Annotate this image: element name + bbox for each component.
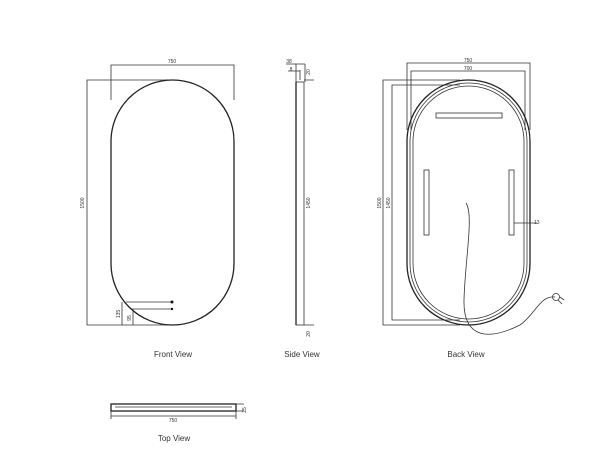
front-dim-a-label: 135 xyxy=(116,310,122,319)
left-led-bar xyxy=(423,169,430,236)
back-inner-width-label: 700 xyxy=(464,66,473,72)
side-frame-label: 8 xyxy=(290,67,293,73)
top-view-label: Top View xyxy=(158,434,191,443)
side-bottom-gap-label: 20 xyxy=(306,331,312,337)
side-top-gap-label: 20 xyxy=(306,69,312,75)
back-inner-width-dimension xyxy=(410,70,526,130)
mirror-outline xyxy=(110,79,235,326)
back-frame-outline xyxy=(409,82,528,323)
front-view: 750 1500 135 95 Front View xyxy=(80,59,235,359)
top-profile xyxy=(110,403,237,412)
front-width-label: 750 xyxy=(168,59,177,65)
top-width-label: 750 xyxy=(169,418,178,424)
back-outer-outline xyxy=(406,79,531,326)
front-height-dimension xyxy=(86,79,172,326)
right-led-bar xyxy=(508,169,515,236)
back-inner-height-label: 1450 xyxy=(386,197,392,208)
back-width-dimension xyxy=(406,62,531,130)
side-dimension-lines xyxy=(286,63,314,326)
top-depth-label: 25 xyxy=(242,407,248,413)
power-cable xyxy=(463,202,556,335)
top-led-bar xyxy=(435,112,503,119)
back-view-label: Back View xyxy=(447,350,484,359)
side-depth-label: 38 xyxy=(286,59,292,65)
touch-sensor-icon xyxy=(170,307,174,311)
side-view-label: Side View xyxy=(284,350,320,359)
front-view-label: Front View xyxy=(154,350,192,359)
back-view: 750 700 1500 1450 13 Back View xyxy=(377,58,565,359)
back-bar-offset-label: 13 xyxy=(534,220,540,226)
side-view: 38 8 20 1450 20 Side View xyxy=(284,59,320,359)
back-width-label: 750 xyxy=(464,58,473,64)
front-dim-b-label: 95 xyxy=(127,315,133,321)
sensor-dimension-lines xyxy=(121,301,171,325)
back-inner-height-dimension xyxy=(391,84,460,321)
front-height-label: 1500 xyxy=(80,197,86,208)
power-plug-icon xyxy=(552,293,565,305)
back-height-label: 1500 xyxy=(377,197,383,208)
side-profile xyxy=(295,81,305,326)
side-height-label: 1450 xyxy=(306,197,312,208)
back-inner-outline xyxy=(412,85,525,320)
back-height-dimension xyxy=(382,79,460,326)
top-view: 750 25 Top View xyxy=(110,403,248,443)
front-width-dimension xyxy=(110,64,235,100)
touch-sensor-icon xyxy=(170,300,174,304)
top-dimension-lines xyxy=(110,403,244,419)
